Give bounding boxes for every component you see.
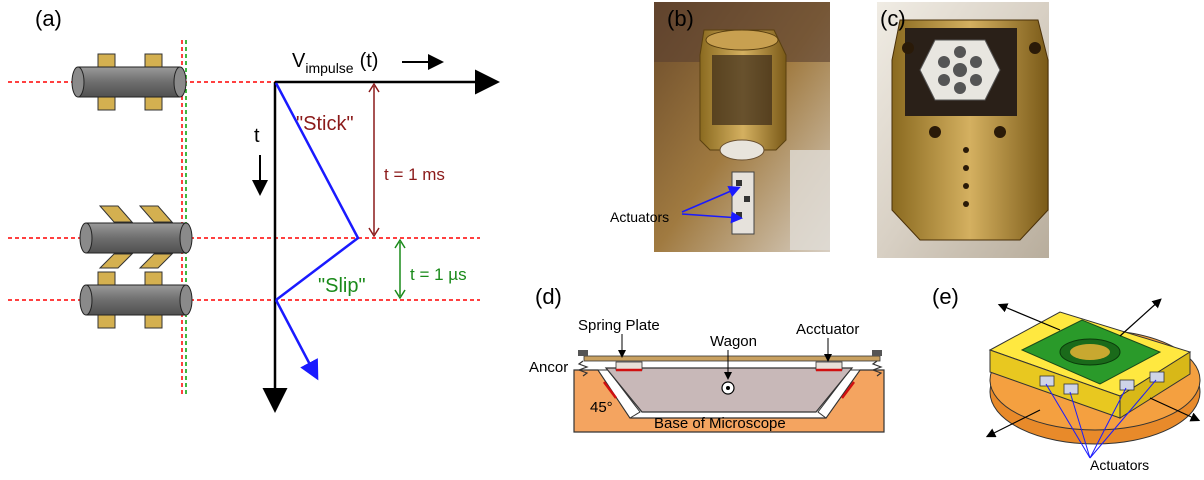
slip-duration-label: t = 1 µs xyxy=(410,265,467,284)
panel-e-label: (e) xyxy=(932,284,959,309)
panel-b-label: (b) xyxy=(667,6,694,31)
actuators-label-e: Actuators xyxy=(1090,457,1149,473)
anchor-left xyxy=(577,350,589,377)
t-axis-label: t xyxy=(254,125,260,147)
stick-label: "Stick" xyxy=(296,113,354,135)
rod-after-slip xyxy=(79,271,193,329)
velocity-trace xyxy=(274,82,360,301)
spring-plate-label: Spring Plate xyxy=(578,317,660,334)
panel-b-photo: (b) Actuators xyxy=(610,2,830,252)
angle-label: 45° xyxy=(590,399,613,416)
actuator-pointer-b2 xyxy=(681,211,743,224)
anchor-label: Ancor xyxy=(529,359,568,376)
panel-a: (a) xyxy=(8,6,500,413)
actuators-label-b: Actuators xyxy=(610,209,669,225)
slip-label: "Slip" xyxy=(318,275,366,297)
actuator-strip-b xyxy=(731,171,755,235)
velocity-trace-tail xyxy=(274,299,319,381)
rod-stick-state xyxy=(71,53,187,111)
actuator-pointer-b1 xyxy=(681,186,741,213)
base-label: Base of Microscope xyxy=(654,415,786,432)
panel-a-label: (a) xyxy=(35,6,62,31)
panel-c-photo: (c) xyxy=(877,2,1049,258)
panel-d: (d) Spring Plate Wagon Acctu xyxy=(529,284,885,433)
actuator-label-d: Acctuator xyxy=(796,321,859,338)
anchor-right xyxy=(871,350,883,377)
rod-slip-state xyxy=(79,205,193,269)
stick-duration-label: t = 1 ms xyxy=(384,165,445,184)
v-impulse-label: Vimpulse(t) xyxy=(292,50,378,76)
spring-plate xyxy=(583,355,881,362)
panel-c-label: (c) xyxy=(880,6,906,31)
panel-d-label: (d) xyxy=(535,284,562,309)
panel-e: (e) Actuators xyxy=(932,284,1201,473)
wagon-label: Wagon xyxy=(710,333,757,350)
